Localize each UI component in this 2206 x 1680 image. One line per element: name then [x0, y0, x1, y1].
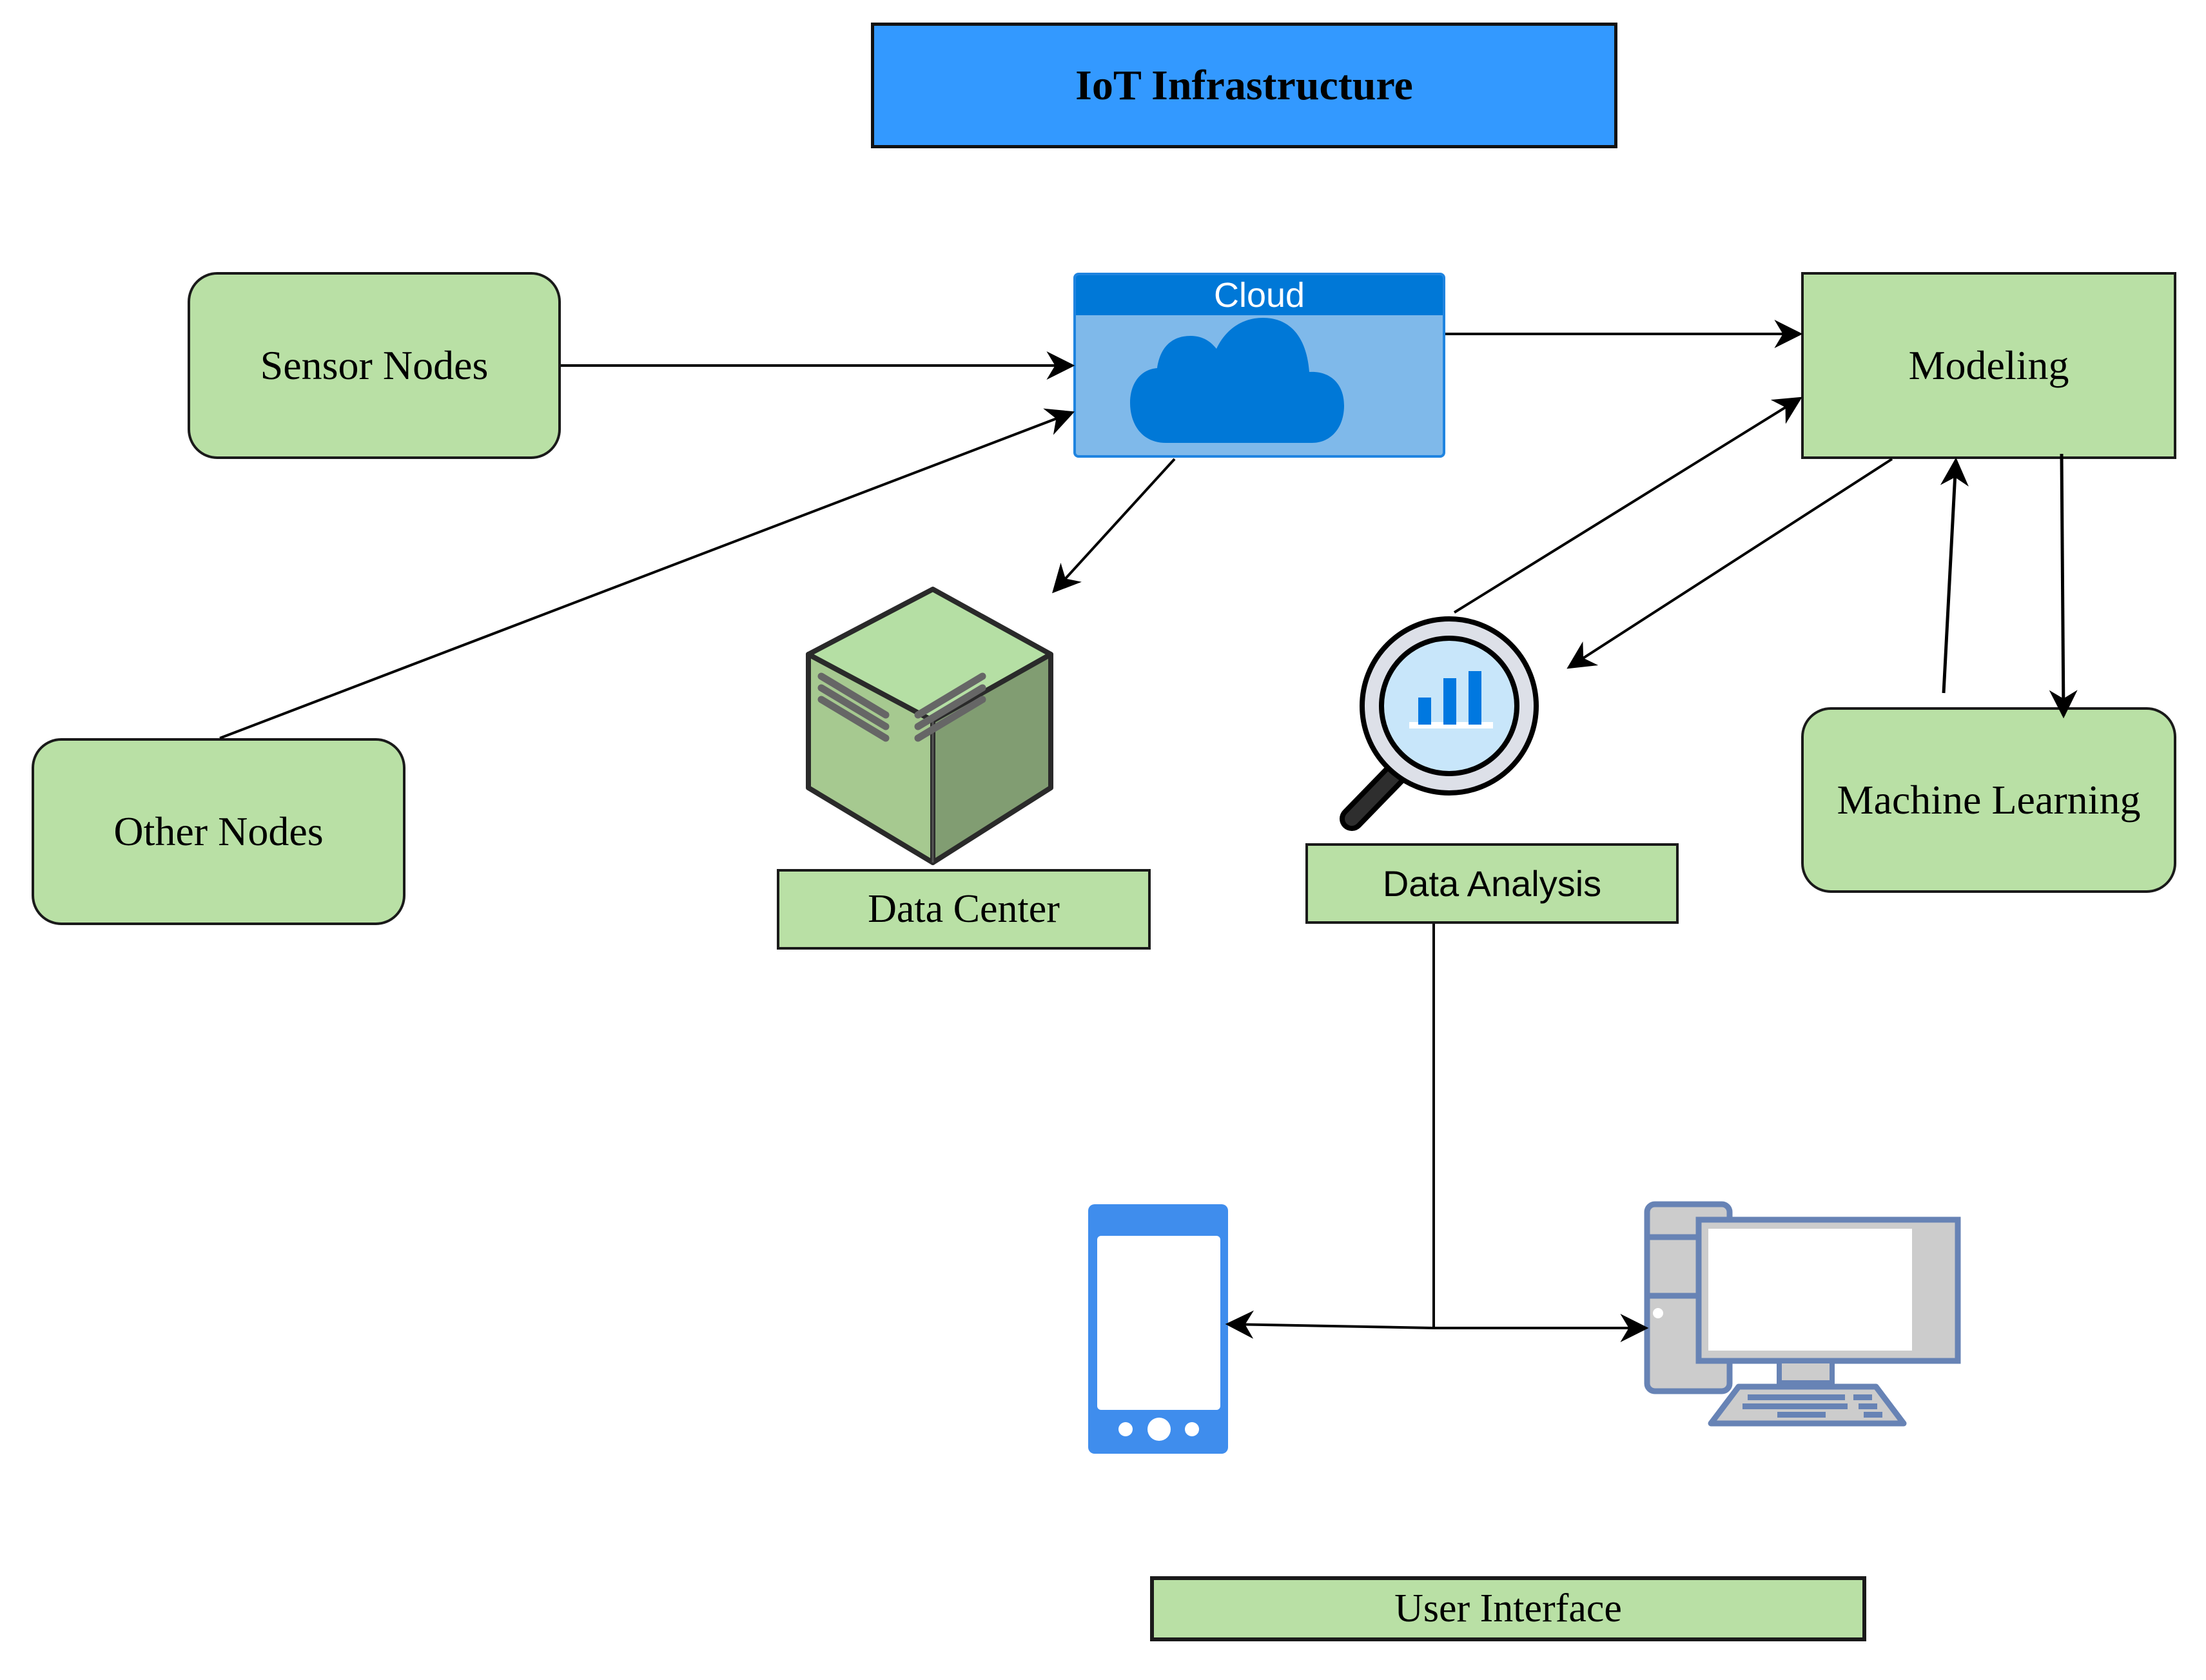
diagram-title: IoT Infrastructure	[871, 23, 1617, 148]
node-data-analysis[interactable]: Data Analysis	[1305, 843, 1679, 924]
edge-cloud-to-datacenter[interactable]	[1052, 458, 1176, 594]
node-label: Modeling	[1908, 342, 2069, 388]
edge-modeling-to-analysis[interactable]	[1567, 458, 1893, 669]
node-modeling[interactable]: Modeling	[1801, 272, 2176, 459]
cloud-icon	[1130, 318, 1344, 443]
node-label: Other Nodes	[113, 808, 324, 854]
node-other-nodes[interactable]: Other Nodes	[32, 738, 405, 925]
edge-ml-to-modeling[interactable]	[1940, 457, 1969, 694]
node-sensor-nodes[interactable]: Sensor Nodes	[188, 272, 561, 459]
edge-modeling-to-ml[interactable]	[2049, 453, 2078, 719]
node-label: Sensor Nodes	[260, 342, 489, 388]
node-label: Data Center	[868, 887, 1060, 931]
edge-other-to-cloud[interactable]	[219, 408, 1075, 739]
node-label: Data Analysis	[1382, 863, 1602, 904]
desktop-computer-icon	[1644, 1201, 1961, 1427]
cloud-header: Cloud	[1076, 275, 1443, 315]
node-cloud[interactable]: Cloud	[1073, 273, 1445, 458]
node-data-center[interactable]: Data Center	[777, 869, 1151, 950]
node-label: User Interface	[1394, 1587, 1622, 1630]
smartphone-icon	[1088, 1204, 1228, 1454]
node-machine-learning[interactable]: Machine Learning	[1801, 707, 2176, 893]
magnifier-bar-chart-icon	[1340, 616, 1539, 831]
server-cube-icon	[806, 587, 1053, 865]
node-user-interface[interactable]: User Interface	[1150, 1576, 1866, 1641]
node-label: Machine Learning	[1837, 777, 2141, 823]
edge-analysis-to-phone[interactable]	[1225, 1310, 1434, 1339]
edge-analysis-to-modeling[interactable]	[1453, 396, 1802, 614]
